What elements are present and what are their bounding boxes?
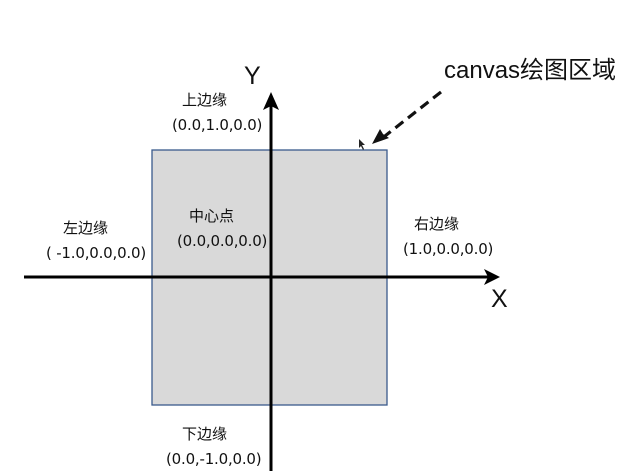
center-point-label: 中心点 bbox=[189, 207, 235, 225]
x-axis-arrowhead bbox=[484, 269, 500, 285]
bottom-edge-coord: (0.0,-1.0,0.0) bbox=[166, 450, 262, 468]
x-axis-label: X bbox=[491, 285, 508, 313]
canvas-pointer-arrow bbox=[384, 90, 442, 138]
mouse-cursor-icon bbox=[359, 139, 365, 150]
center-point-coord: (0.0,0.0,0.0) bbox=[177, 232, 268, 250]
bottom-edge-label: 下边缘 bbox=[182, 425, 228, 443]
top-edge-coord: (0.0,1.0,0.0) bbox=[172, 116, 263, 134]
left-edge-coord: ( -1.0,0.0,0.0) bbox=[46, 244, 146, 262]
right-edge-label: 右边缘 bbox=[414, 215, 460, 233]
canvas-pointer-arrowhead bbox=[372, 129, 389, 144]
canvas-area-label: canvas绘图区域 bbox=[444, 57, 617, 84]
top-edge-label: 上边缘 bbox=[182, 91, 228, 109]
right-edge-coord: (1.0,0.0,0.0) bbox=[403, 240, 494, 258]
y-axis-arrowhead bbox=[263, 92, 279, 110]
y-axis-label: Y bbox=[244, 62, 261, 90]
left-edge-label: 左边缘 bbox=[63, 219, 109, 237]
